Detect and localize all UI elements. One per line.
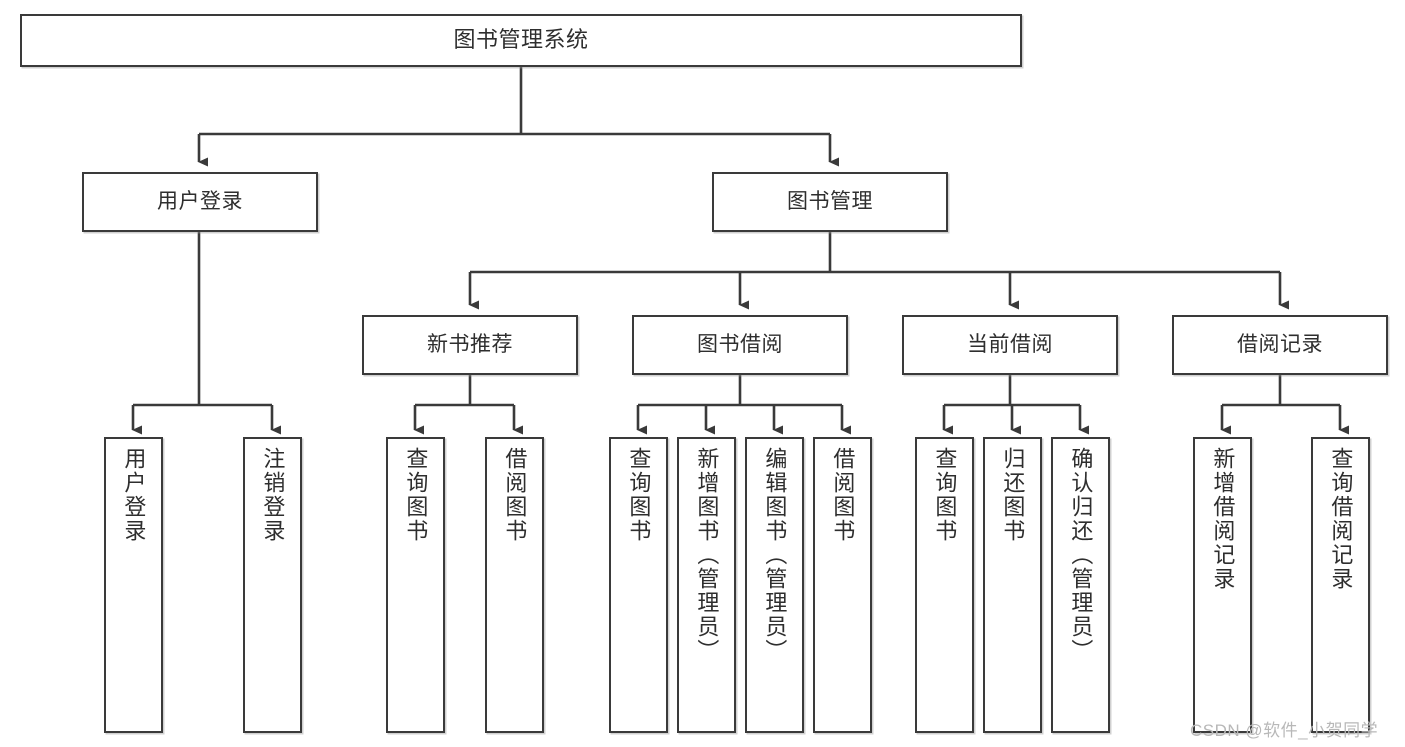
node-leaf-add-record[interactable]: 新增借阅记录 (1193, 437, 1252, 733)
node-borrow-record[interactable]: 借阅记录 (1172, 315, 1388, 375)
node-leaf-query-book-2-label: 查询图书 (626, 447, 652, 543)
node-leaf-query-book-1[interactable]: 查询图书 (386, 437, 445, 733)
node-leaf-confirm-return[interactable]: 确认归还（管理员） (1051, 437, 1110, 733)
node-leaf-query-book-3-label: 查询图书 (932, 447, 958, 543)
node-borrow-record-label: 借阅记录 (1237, 333, 1323, 357)
node-leaf-borrow-book-1-label: 借阅图书 (502, 447, 528, 543)
node-leaf-user-login[interactable]: 用户登录 (104, 437, 163, 733)
node-current-borrow-label: 当前借阅 (967, 333, 1053, 357)
node-current-borrow[interactable]: 当前借阅 (902, 315, 1118, 375)
node-leaf-logout[interactable]: 注销登录 (243, 437, 302, 733)
node-leaf-borrow-book-1[interactable]: 借阅图书 (485, 437, 544, 733)
node-leaf-add-record-label: 新增借阅记录 (1210, 447, 1236, 591)
node-leaf-user-login-label: 用户登录 (121, 447, 147, 543)
node-root[interactable]: 图书管理系统 (20, 14, 1022, 67)
node-leaf-edit-book-label: 编辑图书（管理员） (762, 447, 788, 663)
node-user-login-label: 用户登录 (157, 190, 243, 214)
node-leaf-query-book-2[interactable]: 查询图书 (609, 437, 668, 733)
node-leaf-query-record-label: 查询借阅记录 (1328, 447, 1354, 591)
node-leaf-return-book[interactable]: 归还图书 (983, 437, 1042, 733)
node-new-book-rec-label: 新书推荐 (427, 333, 513, 357)
node-user-login[interactable]: 用户登录 (82, 172, 318, 232)
node-root-label: 图书管理系统 (453, 27, 589, 53)
node-leaf-query-book-3[interactable]: 查询图书 (915, 437, 974, 733)
csdn-watermark: CSDN @软件_小贺同学 (1190, 721, 1379, 740)
node-leaf-query-record[interactable]: 查询借阅记录 (1311, 437, 1370, 733)
node-leaf-add-book[interactable]: 新增图书（管理员） (677, 437, 736, 733)
node-book-borrow-label: 图书借阅 (697, 333, 783, 357)
node-leaf-return-book-label: 归还图书 (1000, 447, 1026, 543)
node-book-manage-label: 图书管理 (787, 190, 873, 214)
node-book-manage[interactable]: 图书管理 (712, 172, 948, 232)
node-leaf-edit-book[interactable]: 编辑图书（管理员） (745, 437, 804, 733)
node-leaf-logout-label: 注销登录 (260, 447, 286, 543)
node-leaf-borrow-book-2[interactable]: 借阅图书 (813, 437, 872, 733)
node-leaf-query-book-1-label: 查询图书 (403, 447, 429, 543)
node-leaf-borrow-book-2-label: 借阅图书 (830, 447, 856, 543)
node-new-book-rec[interactable]: 新书推荐 (362, 315, 578, 375)
node-book-borrow[interactable]: 图书借阅 (632, 315, 848, 375)
node-leaf-confirm-return-label: 确认归还（管理员） (1068, 447, 1094, 663)
node-leaf-add-book-label: 新增图书（管理员） (694, 447, 720, 663)
